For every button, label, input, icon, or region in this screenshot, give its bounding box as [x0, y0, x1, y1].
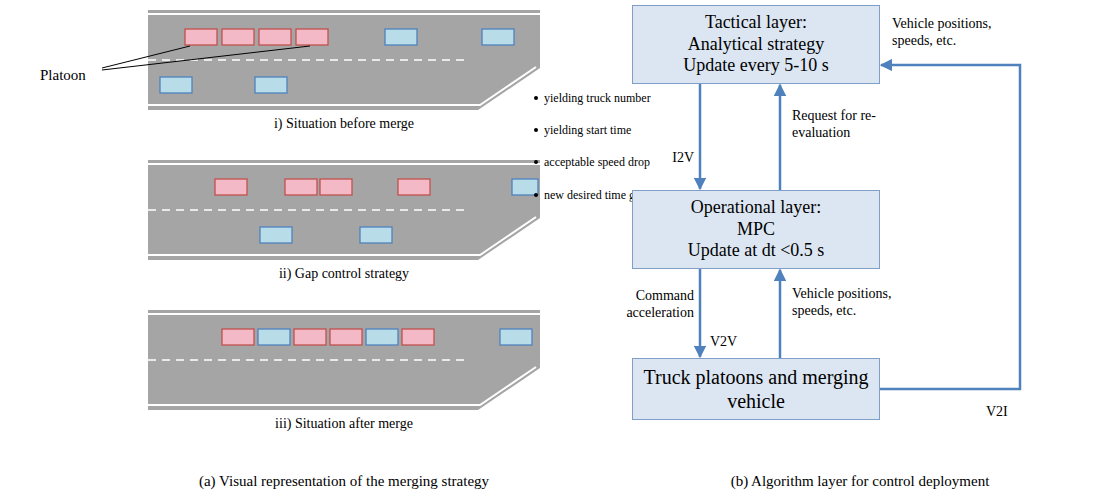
bullet-dot — [534, 96, 538, 100]
vehicle — [260, 227, 292, 243]
signal-label: Vehicle positions, speeds, etc. — [892, 16, 1014, 50]
figure-caption: (b) Algorithm layer for control deployme… — [630, 472, 1090, 490]
bullet-item: yielding truck number — [532, 90, 684, 106]
edge-label: I2V — [664, 150, 694, 167]
vehicle — [398, 179, 430, 195]
bullet-item: yielding start time — [532, 122, 684, 138]
vehicle — [160, 77, 192, 93]
callout-label: Platoon — [40, 66, 100, 84]
bullet-item: acceptable speed drop — [532, 154, 684, 170]
box-text: MPC — [737, 219, 775, 241]
road — [148, 160, 540, 260]
channel-label: V2V — [710, 334, 750, 351]
vehicle — [185, 29, 217, 45]
connector-arrow — [779, 85, 782, 190]
connector-arrow — [880, 65, 1020, 389]
connector-arrow — [699, 269, 702, 357]
edge-label: Request for re-evaluation — [792, 108, 902, 142]
vehicle — [294, 329, 326, 345]
box-text: Tactical layer: — [705, 12, 807, 34]
sub-caption: ii) Gap control strategy — [148, 266, 540, 283]
road — [148, 310, 540, 410]
vehicle — [215, 179, 247, 195]
edge-label: Vehicle positions, speeds, etc. — [792, 286, 917, 320]
connector-arrow — [779, 270, 782, 358]
sub-caption: iii) Situation after merge — [148, 416, 540, 433]
vehicle — [255, 77, 287, 93]
bullet-dot — [534, 160, 538, 164]
box-text: Analytical strategy — [688, 34, 824, 56]
vehicle — [500, 329, 532, 345]
leader-line — [102, 46, 310, 70]
box-text: Update at dt <0.5 s — [688, 240, 825, 262]
vehicle — [285, 179, 317, 195]
edge-label: V2I — [986, 404, 1016, 421]
vehicle — [385, 29, 417, 45]
bullet-dot — [534, 128, 538, 132]
vehicle — [296, 29, 328, 45]
vehicle — [330, 329, 362, 345]
box-text: Operational layer: — [691, 197, 821, 219]
bullet-dot — [534, 193, 538, 197]
box-text: Truck platoons and merging vehicle — [641, 365, 871, 413]
vehicle — [222, 29, 254, 45]
vehicle — [360, 227, 392, 243]
vehicle — [222, 329, 254, 345]
figure-caption: (a) Visual representation of the merging… — [100, 472, 588, 490]
edge-label: Command acceleration — [604, 288, 694, 322]
vehicle-box: Truck platoons and merging vehicle — [632, 358, 880, 420]
vehicle — [258, 329, 290, 345]
tactical-layer-box: Tactical layer:Analytical strategyUpdate… — [632, 5, 880, 84]
vehicle — [402, 329, 434, 345]
road — [148, 10, 540, 110]
vehicle — [259, 29, 291, 45]
vehicle — [482, 29, 514, 45]
connector-arrow — [699, 84, 702, 189]
vehicle — [320, 179, 352, 195]
vehicle — [366, 329, 398, 345]
box-text: Update every 5-10 s — [683, 55, 828, 77]
sub-caption: i) Situation before merge — [148, 116, 540, 133]
operational-layer-box: Operational layer:MPCUpdate at dt <0.5 s — [632, 190, 880, 269]
